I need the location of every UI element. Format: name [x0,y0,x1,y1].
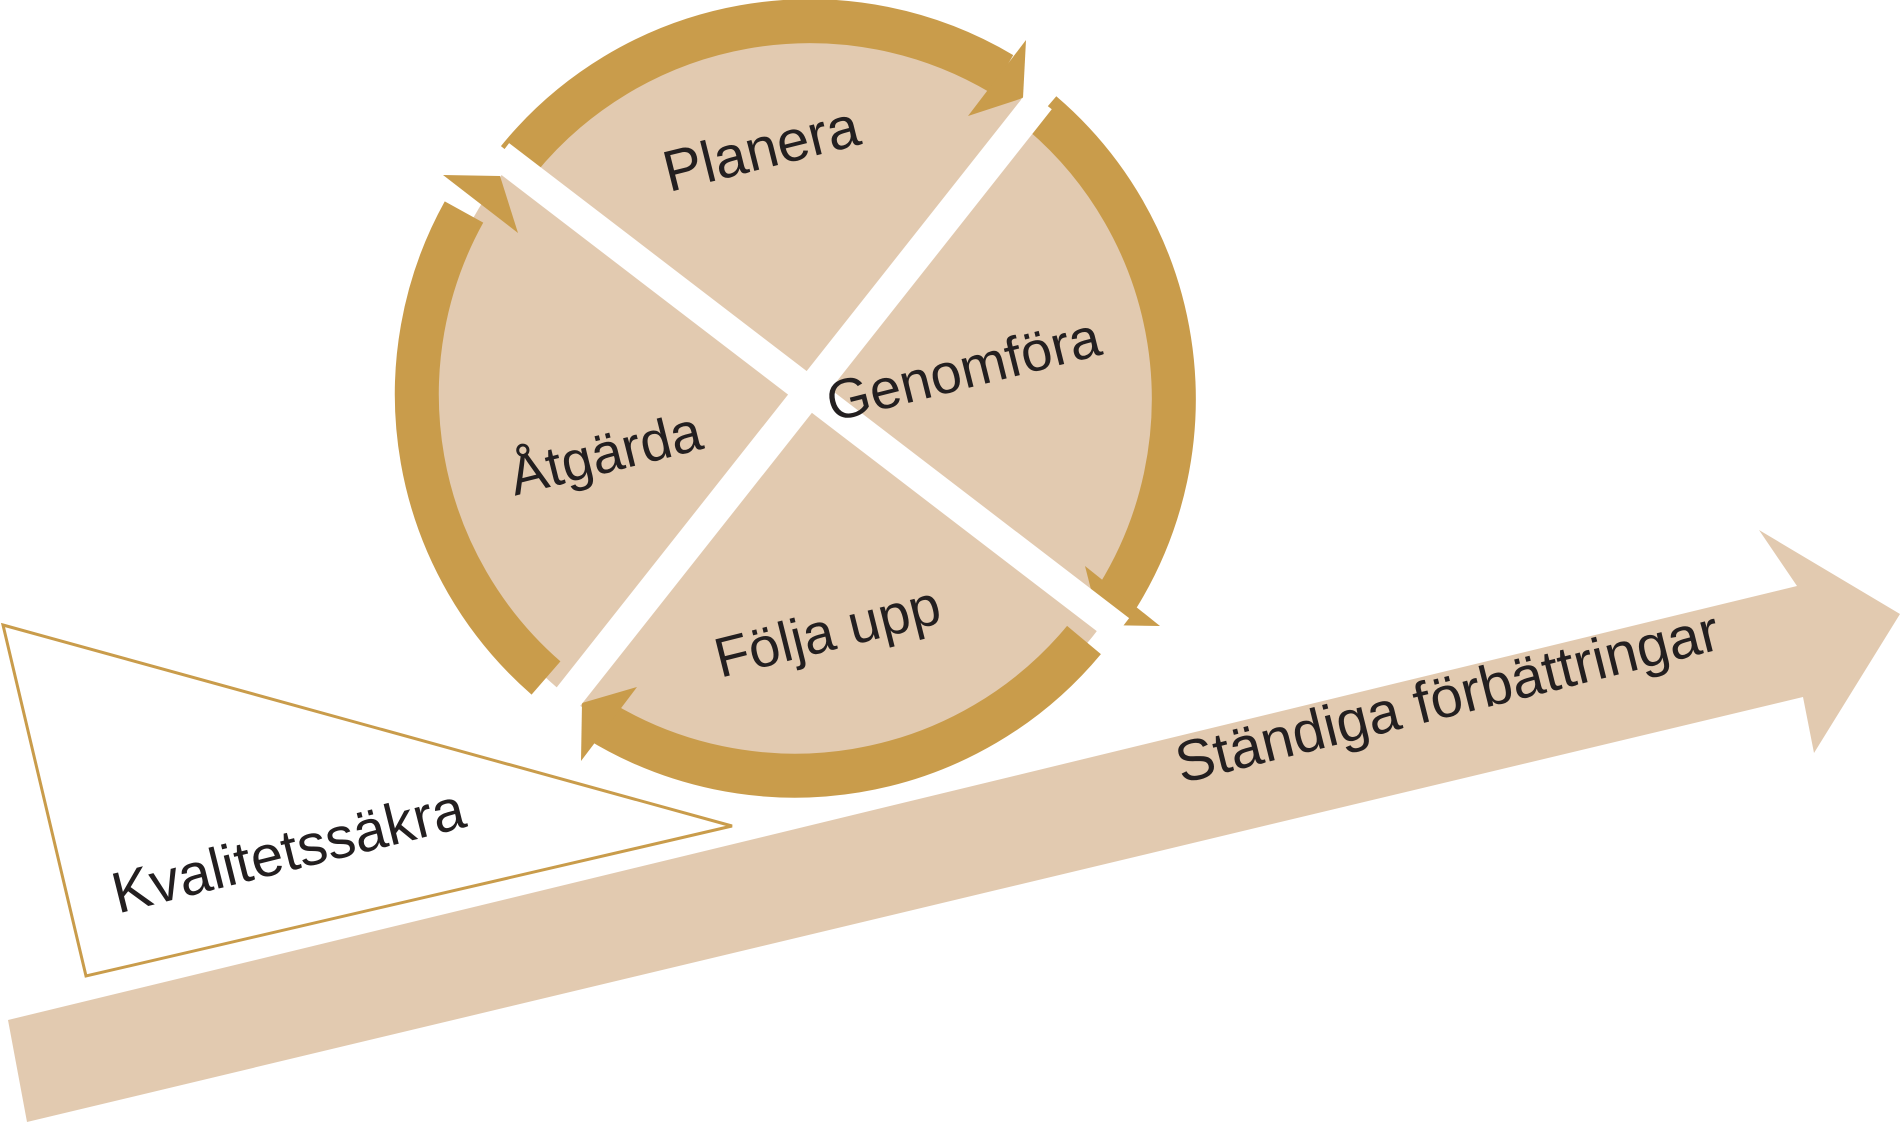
continuous-improvement-arrow [8,530,1900,1122]
cycle-arrowheads [443,40,1160,761]
ring-arc-plan [500,0,1014,174]
quality-assurance-wedge [0,622,733,978]
arrowhead-check [581,687,637,761]
cycle-ring [394,0,1196,798]
cycle-dividers [490,90,1130,730]
divider-diagonal-b [538,90,1052,730]
arrowhead-act [443,175,518,233]
ring-arc-do [1027,96,1196,608]
ring-arc-check [586,625,1101,798]
arrowhead-plan [968,40,1026,116]
ring-arc-act [394,201,561,695]
